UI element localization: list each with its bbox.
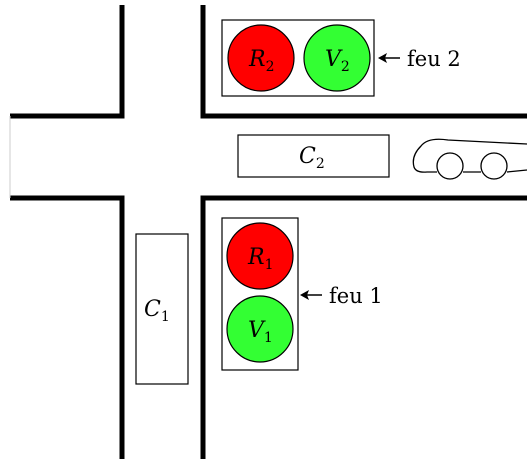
feu-1-label: feu 1 — [329, 284, 383, 308]
red-light-2 — [227, 24, 295, 92]
road-edge-right-top — [200, 5, 527, 119]
red-light-1 — [226, 222, 294, 290]
road-edge-left-bottom — [10, 195, 125, 459]
road-edge-left — [10, 5, 125, 119]
traffic-light-2: R2 V2 — [221, 19, 375, 97]
arrow-left-icon — [300, 290, 322, 300]
green-light-2 — [303, 24, 371, 92]
red-light-2-label: R2 — [248, 47, 275, 75]
sensor-c2-label: C2 — [299, 144, 325, 172]
green-light-2-label: V2 — [325, 47, 350, 75]
arrow-left-icon — [378, 53, 400, 63]
green-light-1 — [226, 295, 294, 363]
car-icon — [412, 138, 527, 180]
sensor-c1-label: C1 — [144, 297, 170, 325]
green-light-1-label: V1 — [248, 318, 273, 346]
red-light-1-label: R1 — [247, 245, 274, 273]
road-edge-right-bottom — [200, 195, 527, 459]
sensor-c2: C2 — [237, 134, 390, 178]
road-edges — [10, 5, 527, 459]
feu-2-label: feu 2 — [407, 47, 461, 71]
traffic-light-1: R1 V1 — [221, 217, 299, 371]
sensor-c1-box — [135, 233, 189, 385]
sensor-c2-box — [237, 134, 390, 178]
sensor-c1: C1 — [135, 233, 189, 385]
